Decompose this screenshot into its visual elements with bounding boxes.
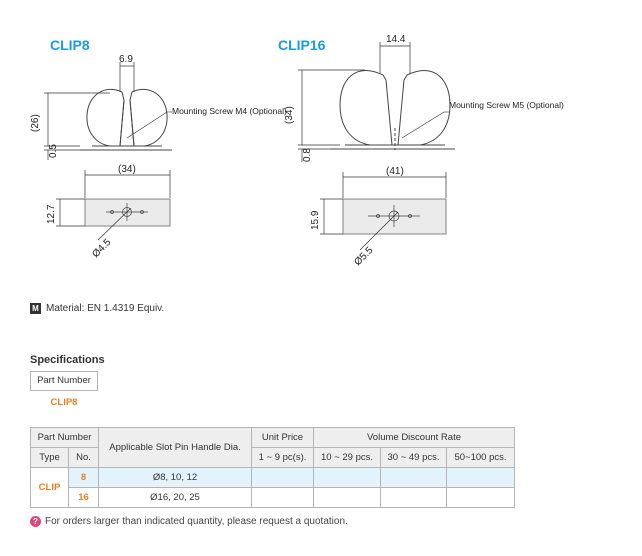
clip16-dim-hole: Ø5.5: [352, 245, 375, 268]
question-icon: ?: [30, 516, 41, 527]
clip8-screw-note: Mounting Screw M4 (Optional): [172, 106, 287, 116]
clip16-dim-width: (41): [386, 166, 404, 177]
table-cell-vd3: [446, 467, 515, 488]
table-cell-price: [251, 467, 314, 488]
specifications-title: Specifications: [30, 354, 105, 366]
clip8-dim-base: 0.5: [48, 144, 59, 158]
clip16-side-view: [330, 70, 455, 150]
table-cell-price: [251, 487, 314, 508]
table-header-volume-discount: Volume Discount Rate: [313, 427, 515, 448]
table-cell-dia: Ø8, 10, 12: [98, 467, 252, 488]
table-cell-vd1: [313, 467, 381, 488]
clip16-dim-slot: 14.4: [386, 34, 406, 45]
clip8-dim-hole: Ø4.5: [90, 237, 113, 260]
clip16-dim-height: (34): [284, 106, 295, 124]
part-number-label: Part Number: [30, 371, 98, 391]
table-header-vd2: 30 ~ 49 pcs.: [380, 447, 447, 468]
table-cell-no[interactable]: 16: [68, 487, 99, 508]
specifications-table: Part Number Applicable Slot Pin Handle D…: [30, 427, 515, 508]
table-header-unit-price: Unit Price: [251, 427, 314, 448]
clip8-dim-plate: 12.7: [46, 204, 57, 224]
clip8-side-view: [80, 88, 172, 151]
table-header-vd3: 50~100 pcs.: [446, 447, 515, 468]
clip16-dim-plate: 15.9: [310, 210, 321, 230]
clip16-dim-base: 0.8: [302, 148, 313, 162]
table-row: 16 Ø16, 20, 25: [31, 487, 515, 508]
table-header-vd1: 10 ~ 29 pcs.: [313, 447, 381, 468]
table-cell-vd2: [380, 467, 447, 488]
table-cell-type: CLIP: [30, 467, 69, 508]
footnote-text: For orders larger than indicated quantit…: [45, 516, 348, 527]
table-header-unit-price-qty: 1 ~ 9 pc(s).: [251, 447, 314, 468]
clip16-top-view: [342, 198, 447, 235]
clip8-dim-height: (26): [30, 114, 41, 132]
clip8-dim-slot: 6.9: [119, 54, 133, 65]
table-header-handle-dia: Applicable Slot Pin Handle Dia.: [98, 427, 252, 468]
clip8-title: CLIP8: [50, 37, 90, 53]
material-line: M Material: EN 1.4319 Equiv.: [30, 303, 164, 314]
table-cell-no[interactable]: 8: [68, 467, 99, 488]
material-text: Material: EN 1.4319 Equiv.: [46, 303, 165, 314]
clip8-dim-width: (34): [118, 164, 136, 175]
table-cell-vd2: [380, 487, 447, 508]
part-number-value[interactable]: CLIP8: [50, 397, 78, 408]
table-cell-vd1: [313, 487, 381, 508]
table-header-type: Type: [30, 447, 69, 468]
table-header-part-number: Part Number: [30, 427, 99, 448]
table-cell-dia: Ø16, 20, 25: [98, 487, 252, 508]
clip16-screw-note: Mounting Screw M5 (Optional): [449, 100, 564, 110]
clip16-title: CLIP16: [278, 37, 326, 53]
table-cell-vd3: [446, 487, 515, 508]
clip8-top-view: [84, 198, 171, 227]
table-row: CLIP 8 Ø8, 10, 12: [30, 467, 515, 508]
technical-drawings: CLIP8 6.9 Mounting Screw M4 (Optional) (…: [30, 34, 564, 268]
quotation-footnote: ? For orders larger than indicated quant…: [30, 516, 348, 527]
material-icon: M: [30, 303, 41, 314]
table-header-no: No.: [68, 447, 99, 468]
